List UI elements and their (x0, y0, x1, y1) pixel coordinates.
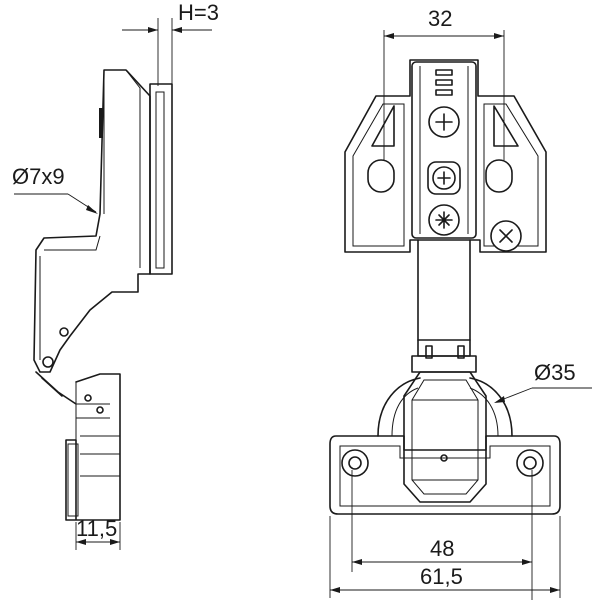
side-pivot-upper (59, 327, 69, 337)
cup-body (403, 371, 487, 503)
hinge-arm (411, 61, 477, 239)
hinge-arm-edges (419, 66, 469, 234)
label-side-depth: 11,5 (76, 516, 117, 541)
cup-outline-inner (391, 387, 499, 437)
side-link-arm (35, 371, 77, 405)
arm-slot-1 (435, 69, 453, 76)
side-cup (65, 373, 121, 521)
dim-drill: Ø7x9 (12, 164, 98, 214)
neck-joint (411, 355, 477, 373)
side-cup-hole-2 (96, 406, 104, 414)
side-slot (99, 108, 103, 138)
cup-base-plate-inner (339, 445, 551, 507)
dim-cup-diameter: Ø35 (494, 360, 592, 403)
side-cup-hole-1 (84, 394, 92, 402)
cup-body-lines (412, 399, 478, 481)
mounting-plate-left-inner (352, 103, 405, 247)
side-door-plate (149, 83, 173, 275)
side-step-line (44, 235, 101, 251)
label-drill-hole: Ø7x9 (12, 164, 65, 189)
side-arm-body (33, 69, 151, 373)
dim-screw-spacing: 48 (351, 470, 533, 600)
left-mounting-slot (367, 159, 395, 193)
arm-slot-2 (435, 79, 453, 86)
front-view (329, 59, 561, 515)
side-cup-flange (67, 443, 79, 517)
label-cup-diameter: Ø35 (534, 360, 576, 385)
label-hinge-offset: H=3 (178, 0, 219, 25)
side-pivot-lower (42, 356, 54, 368)
mounting-plate (344, 59, 547, 253)
right-triangle-cutout (493, 105, 519, 147)
plate-screw-icon (490, 220, 522, 252)
mounting-plate-right-inner (483, 103, 539, 247)
adjust-screw-top-icon (428, 106, 460, 138)
cup-outline (377, 377, 513, 437)
cup-body-inner (411, 379, 479, 495)
left-base-screw-icon (341, 449, 369, 477)
neck-tab-right (457, 345, 465, 359)
label-plate-distance: 32 (428, 6, 452, 31)
hinge-neck (417, 239, 471, 357)
dim-plate-distance: 32 (383, 6, 505, 160)
label-screw-spacing: 48 (430, 536, 454, 561)
cup-center-hole (440, 454, 448, 462)
adjust-screw-middle-icon (427, 161, 461, 195)
side-door-plate-inner (155, 91, 165, 269)
neck-tab-left (425, 345, 433, 359)
dim-overall-width: 61,5 (329, 516, 561, 598)
left-triangle-cutout (371, 105, 395, 147)
adjust-screw-lower-icon (428, 204, 460, 236)
side-view (33, 69, 173, 521)
label-overall-width: 61,5 (420, 564, 463, 589)
side-link-arm-inner (41, 377, 63, 397)
arm-slot-3 (435, 89, 453, 96)
right-base-screw-icon (516, 449, 544, 477)
dim-side-depth: 11,5 (75, 516, 121, 550)
cup-base-plate (329, 435, 561, 515)
right-mounting-slot (485, 159, 513, 193)
side-cup-ribs (76, 403, 120, 477)
side-arm-edge (125, 69, 141, 268)
dim-h3: H=3 (122, 0, 219, 86)
